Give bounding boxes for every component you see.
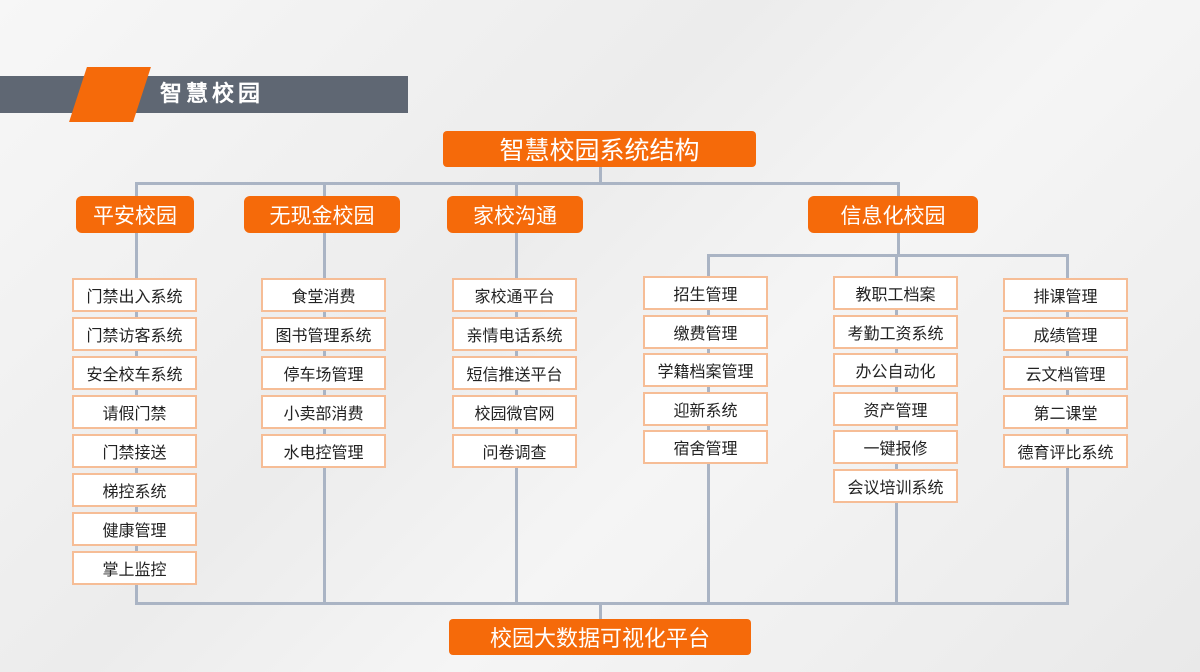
category-cashless-campus: 无现金校园 [244, 196, 400, 233]
system-item: 门禁接送 [72, 434, 197, 468]
system-item: 校园微官网 [452, 395, 577, 429]
system-item: 资产管理 [833, 391, 958, 426]
system-item: 第二课堂 [1003, 395, 1128, 429]
header-bar [0, 76, 408, 113]
system-item: 水电控管理 [261, 434, 386, 468]
system-item: 云文档管理 [1003, 356, 1128, 390]
system-item: 梯控系统 [72, 473, 197, 507]
system-item: 门禁访客系统 [72, 317, 197, 351]
system-item: 安全校车系统 [72, 356, 197, 390]
system-item: 学籍档案管理 [643, 353, 768, 387]
system-item: 图书管理系统 [261, 317, 386, 351]
system-item: 一键报修 [833, 430, 958, 464]
root-node: 智慧校园系统结构 [443, 131, 756, 167]
system-item: 掌上监控 [72, 551, 197, 585]
system-item: 教职工档案 [833, 276, 958, 310]
connector [515, 182, 518, 604]
page-title: 智慧校园 [160, 82, 265, 107]
connector [323, 182, 326, 604]
connector [135, 602, 1069, 605]
system-item: 会议培训系统 [833, 468, 958, 503]
connector [1066, 254, 1069, 604]
system-item: 请假门禁 [72, 395, 197, 429]
connector [599, 602, 602, 620]
system-item: 缴费管理 [643, 314, 768, 349]
system-item: 问卷调查 [452, 434, 577, 468]
system-item: 食堂消费 [261, 278, 386, 312]
connector [135, 182, 138, 604]
system-item: 招生管理 [643, 276, 768, 310]
system-item: 家校通平台 [452, 278, 577, 312]
connector [707, 254, 710, 604]
system-item: 健康管理 [72, 512, 197, 546]
system-item: 排课管理 [1003, 278, 1128, 312]
system-item: 小卖部消费 [261, 395, 386, 429]
system-item: 德育评比系统 [1003, 434, 1128, 468]
connector [895, 254, 898, 604]
system-item: 停车场管理 [261, 356, 386, 390]
bottom-platform: 校园大数据可视化平台 [449, 619, 751, 655]
system-item: 办公自动化 [833, 353, 958, 387]
category-home-school: 家校沟通 [447, 196, 583, 233]
connector [599, 166, 602, 184]
connector [707, 254, 1069, 257]
category-safe-campus: 平安校园 [76, 196, 194, 233]
system-item: 考勤工资系统 [833, 314, 958, 349]
system-item: 迎新系统 [643, 391, 768, 426]
system-item: 短信推送平台 [452, 356, 577, 390]
system-item: 亲情电话系统 [452, 317, 577, 351]
system-item: 门禁出入系统 [72, 278, 197, 312]
category-information-campus: 信息化校园 [808, 196, 978, 233]
system-item: 宿舍管理 [643, 430, 768, 464]
system-item: 成绩管理 [1003, 317, 1128, 351]
